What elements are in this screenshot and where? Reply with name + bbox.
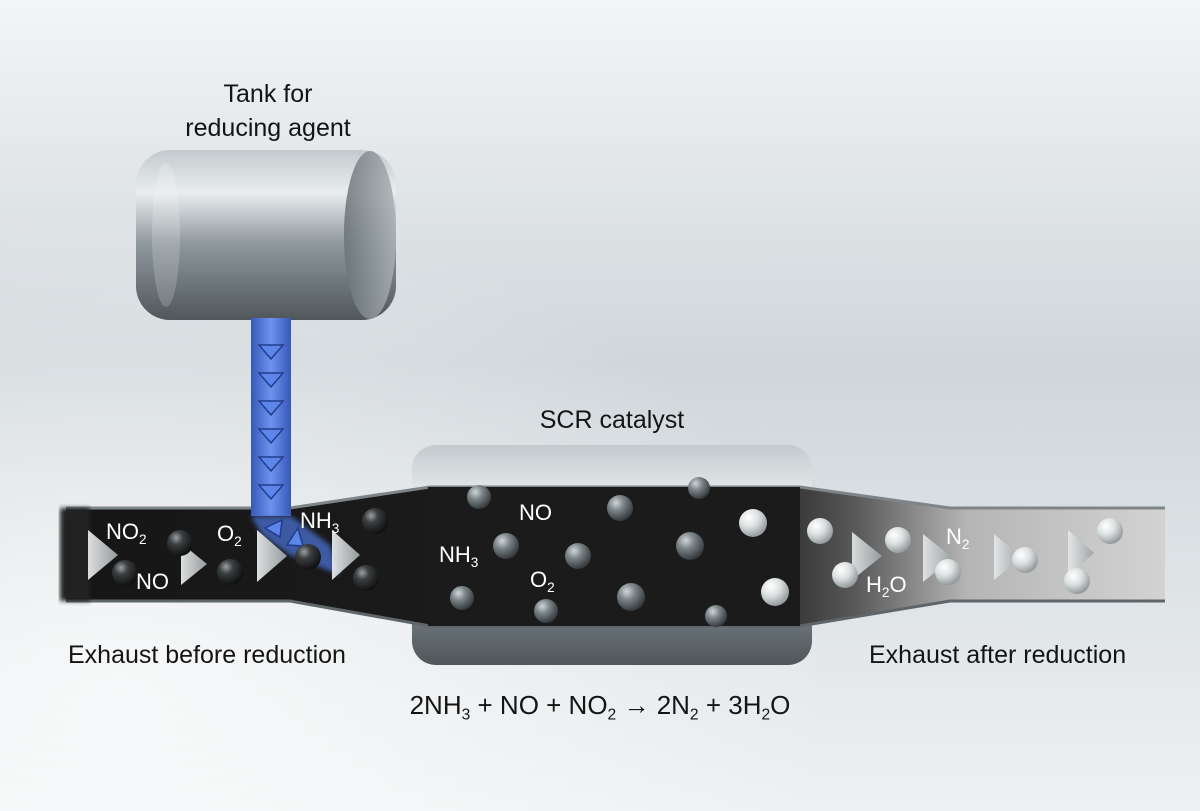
down-arrow-icon	[257, 456, 285, 473]
molecule	[885, 527, 911, 553]
molecule	[362, 508, 388, 534]
molecule	[832, 562, 858, 588]
exhaust-molecules	[112, 477, 1123, 627]
molecule	[705, 605, 727, 627]
tank-label-line-2: reducing agent	[185, 114, 351, 142]
exhaust-before-label: Exhaust before reduction	[68, 641, 346, 669]
down-arrow-icon	[257, 372, 285, 389]
species-no-label-inlet: NO	[136, 569, 169, 594]
molecule	[617, 583, 645, 611]
molecule	[739, 509, 767, 537]
molecule	[534, 599, 558, 623]
species-o2-label-catalyst: O2	[530, 567, 555, 595]
molecule	[1064, 568, 1090, 594]
molecule	[467, 485, 491, 509]
flow-arrow-icon	[923, 534, 953, 582]
molecule	[761, 578, 789, 606]
exhaust-after-label: Exhaust after reduction	[869, 641, 1127, 669]
down-arrow-icon	[257, 428, 285, 445]
molecule	[217, 559, 243, 585]
down-arrow-icon	[285, 526, 305, 547]
flow-arrow-icon	[994, 534, 1022, 580]
smoke-inlet	[60, 508, 90, 601]
exhaust-flow-arrows	[88, 530, 1094, 585]
species-nh3-label-catalyst: NH3	[439, 542, 479, 570]
molecule	[1012, 547, 1038, 573]
molecule	[607, 495, 633, 521]
down-arrow-icon	[257, 400, 285, 417]
reducing-agent-flow-arrows	[257, 344, 305, 547]
flow-arrow-icon	[257, 530, 287, 582]
molecule	[565, 543, 591, 569]
species-h2o-label-outlet: H2O	[866, 572, 907, 600]
tank-label: Tank for reducing agent	[185, 77, 350, 145]
flow-arrow-icon	[332, 530, 360, 580]
flow-arrow-icon	[852, 532, 882, 580]
species-no2-label: NO2	[106, 519, 147, 547]
molecule	[676, 532, 704, 560]
flow-arrow-icon	[88, 530, 118, 580]
molecule	[688, 477, 710, 499]
species-no-label-catalyst: NO	[519, 500, 552, 525]
down-arrow-icon	[257, 484, 285, 501]
down-arrow-icon	[263, 518, 283, 539]
molecule	[112, 560, 138, 586]
species-o2-label-inlet: O2	[217, 521, 242, 549]
species-n2-label-outlet: N2	[946, 524, 970, 552]
molecule	[295, 544, 321, 570]
molecule	[1097, 518, 1123, 544]
down-arrow-icon	[257, 344, 285, 361]
reaction-equation: 2NH3 + NO + NO2 → 2N2 + 3H2O	[409, 690, 791, 724]
molecule	[353, 565, 379, 591]
catalyst-label: SCR catalyst	[539, 406, 685, 434]
molecule	[807, 518, 833, 544]
tank-label-line-1: Tank for	[223, 80, 313, 108]
molecule	[935, 559, 961, 585]
molecule	[450, 586, 474, 610]
molecule	[493, 533, 519, 559]
reducing-agent-tank	[136, 150, 396, 320]
flow-arrow-icon	[1068, 530, 1094, 576]
species-nh3-label-inlet: NH3	[300, 508, 340, 536]
molecule	[167, 530, 193, 556]
